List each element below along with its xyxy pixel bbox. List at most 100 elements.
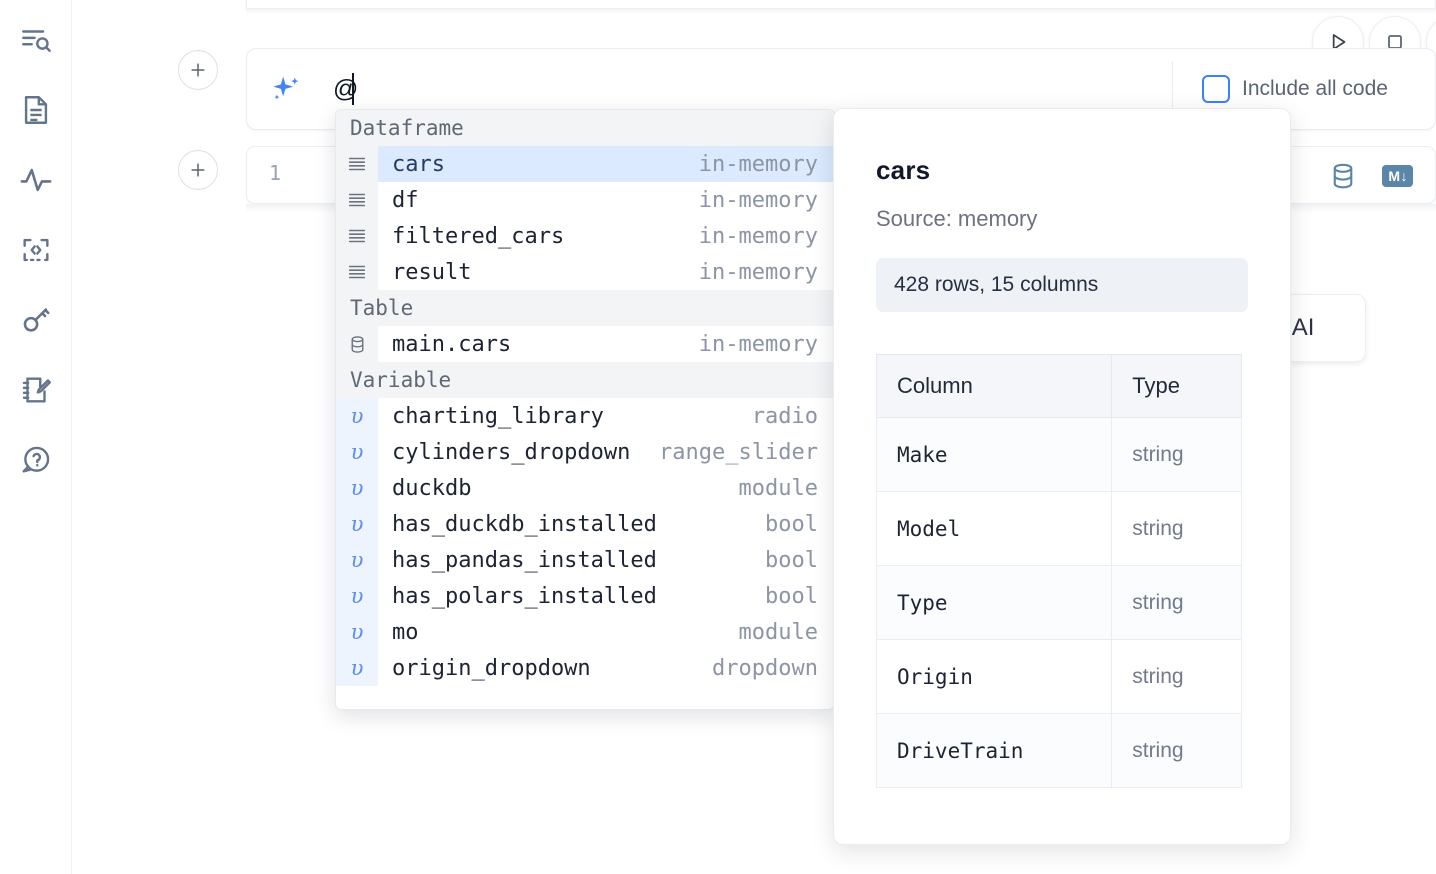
autocomplete-item[interactable]: υ origin_dropdown dropdown xyxy=(336,650,834,686)
autocomplete-section-header: Table xyxy=(336,290,834,326)
autocomplete-item-body: result in-memory xyxy=(378,254,834,290)
code-brackets-icon xyxy=(19,233,53,267)
autocomplete-item-type: bool xyxy=(765,547,818,573)
table-row: Type string xyxy=(875,565,1242,640)
text-caret xyxy=(352,73,354,105)
column-type: string xyxy=(1132,738,1184,762)
line-number: 1 xyxy=(269,161,282,185)
autocomplete-item-name: df xyxy=(392,187,419,213)
database-icon xyxy=(336,326,378,362)
document-icon xyxy=(19,93,53,127)
autocomplete-item-body: duckdb module xyxy=(378,470,834,506)
sidebar-item-explore[interactable] xyxy=(14,18,58,62)
add-cell-below-button[interactable] xyxy=(178,150,218,190)
autocomplete-item-body: has_pandas_installed bool xyxy=(378,542,834,578)
table-row: Origin string xyxy=(875,639,1242,714)
autocomplete-item-body: main.cars in-memory xyxy=(378,326,834,362)
ai-prompt-input[interactable]: @ xyxy=(333,75,359,103)
previous-cell-card-edge xyxy=(246,0,1436,8)
column-type: string xyxy=(1132,590,1184,614)
autocomplete-item-name: result xyxy=(392,259,472,285)
variable-icon: υ xyxy=(336,434,378,470)
autocomplete-item-type: radio xyxy=(751,403,818,429)
preview-shape-badge: 428 rows, 15 columns xyxy=(876,258,1248,312)
autocomplete-item[interactable]: main.cars in-memory xyxy=(336,326,834,362)
autocomplete-item-name: cylinders_dropdown xyxy=(392,439,631,465)
autocomplete-item-type: bool xyxy=(765,583,818,609)
autocomplete-item-name: origin_dropdown xyxy=(392,655,591,681)
include-all-code-toggle[interactable]: Include all code xyxy=(1202,75,1388,103)
autocomplete-item[interactable]: υ cylinders_dropdown range_slider xyxy=(336,434,834,470)
sidebar-item-code[interactable] xyxy=(14,228,58,272)
autocomplete-item[interactable]: df in-memory xyxy=(336,182,834,218)
autocomplete-item-type: in-memory xyxy=(698,223,818,249)
autocomplete-section-header: Variable xyxy=(336,362,834,398)
key-icon xyxy=(19,303,53,337)
add-cell-above-button[interactable] xyxy=(178,50,218,90)
column-type: string xyxy=(1132,664,1184,688)
variable-icon: υ xyxy=(336,506,378,542)
table-column-header: Column xyxy=(875,354,1113,418)
column-name: Model xyxy=(897,516,961,541)
dataframe-preview-panel: cars Source: memory 428 rows, 15 columns… xyxy=(833,108,1291,845)
include-all-code-label: Include all code xyxy=(1242,77,1388,100)
sidebar-item-secrets[interactable] xyxy=(14,298,58,342)
notebook-pencil-icon xyxy=(19,373,53,407)
autocomplete-item-name: mo xyxy=(392,619,419,645)
markdown-badge: M↓ xyxy=(1382,165,1413,187)
markdown-icon[interactable]: M↓ xyxy=(1382,165,1413,187)
autocomplete-item-type: dropdown xyxy=(712,655,818,681)
column-name: Type xyxy=(897,590,948,615)
autocomplete-item-name: main.cars xyxy=(392,331,512,357)
autocomplete-item-type: in-memory xyxy=(698,259,818,285)
autocomplete-item[interactable]: υ has_polars_installed bool xyxy=(336,578,834,614)
chat-question-icon xyxy=(19,443,53,477)
sidebar-item-help[interactable] xyxy=(14,438,58,482)
database-icon[interactable] xyxy=(1328,161,1358,191)
autocomplete-item-name: has_pandas_installed xyxy=(392,547,657,573)
autocomplete-item-type: in-memory xyxy=(698,187,818,213)
variable-icon: υ xyxy=(336,578,378,614)
column-name: Make xyxy=(897,442,948,467)
sidebar-item-activity[interactable] xyxy=(14,158,58,202)
autocomplete-item-body: has_polars_installed bool xyxy=(378,578,834,614)
sidebar-item-notebook[interactable] xyxy=(14,88,58,132)
autocomplete-item-type: range_slider xyxy=(659,439,818,465)
autocomplete-item-type: in-memory xyxy=(698,331,818,357)
card-top-shadow xyxy=(246,6,1436,15)
autocomplete-item-body: origin_dropdown dropdown xyxy=(378,650,834,686)
dataframe-rows-icon xyxy=(336,254,378,290)
autocomplete-section-header: Dataframe xyxy=(336,110,834,146)
autocomplete-item-name: cars xyxy=(392,151,445,177)
dataframe-rows-icon xyxy=(336,146,378,182)
activity-pulse-icon xyxy=(19,163,53,197)
toolbar-divider xyxy=(1172,61,1173,119)
sidebar-item-scratchpad[interactable] xyxy=(14,368,58,412)
autocomplete-item-name: duckdb xyxy=(392,475,472,501)
table-row: DriveTrain string xyxy=(875,713,1242,788)
autocomplete-item[interactable]: result in-memory xyxy=(336,254,834,290)
column-name: Origin xyxy=(897,664,973,689)
autocomplete-item-name: charting_library xyxy=(392,403,604,429)
column-name: DriveTrain xyxy=(897,738,1024,763)
variable-icon: υ xyxy=(336,614,378,650)
sparkle-icon xyxy=(269,73,303,107)
autocomplete-item-name: has_polars_installed xyxy=(392,583,657,609)
autocomplete-item-type: module xyxy=(738,475,818,501)
include-all-code-checkbox[interactable] xyxy=(1202,75,1230,103)
preview-title: cars xyxy=(876,155,931,185)
autocomplete-item-body: charting_library radio xyxy=(378,398,834,434)
variable-icon: υ xyxy=(336,650,378,686)
